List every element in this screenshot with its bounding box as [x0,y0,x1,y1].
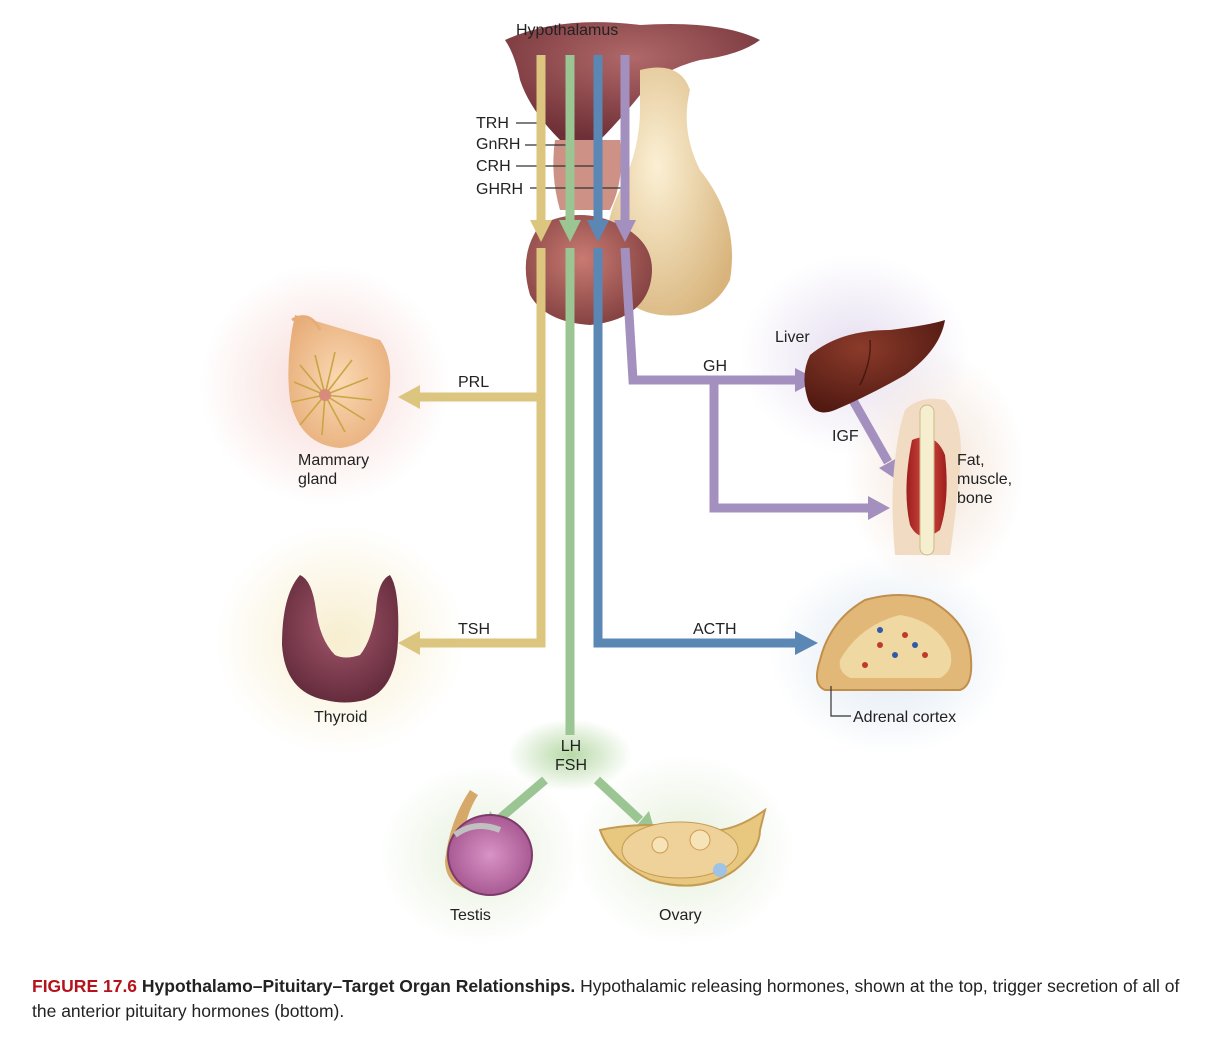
thyroid-illustration [282,575,399,703]
igf-label: IGF [832,428,859,445]
liver-label: Liver [775,329,810,346]
crh-label: CRH [476,158,511,175]
mammary-gland-illustration [288,315,391,448]
crh-acth-pathway [587,55,818,655]
releasing-hormone-leaders [516,122,624,189]
trh-tsh-prl-pathway [398,55,552,655]
hypothalamo-pituitary-diagram: Hypothalamus TRH GnRH CRH GHRH PRL TSH L… [200,22,1025,945]
prl-label: PRL [458,374,490,391]
tsh-label: TSH [458,621,490,638]
ghrh-label: GHRH [476,181,524,198]
adrenal-cortex-label: Adrenal cortex [853,709,957,726]
acth-label: ACTH [693,621,737,638]
diagram-canvas [200,22,1025,945]
testis-illustration [445,790,533,896]
figure-caption: FIGURE 17.6 Hypothalamo–Pituitary–Target… [32,974,1202,1024]
gnrh-label: GnRH [476,136,521,153]
fat-muscle-bone-illustration [892,398,961,556]
liver-illustration [804,320,945,413]
testis-label: Testis [450,907,491,924]
figure-caption-text: Hypothalamic releasing hormones, shown a… [32,976,1180,1021]
mammary-gland-label: Mammary gland [298,452,370,488]
figure-number: FIGURE 17.6 [32,976,138,996]
fat-muscle-bone-label: Fat, muscle, bone [957,452,1013,507]
figure-title: Hypothalamo–Pituitary–Target Organ Relat… [141,976,576,996]
hypothalamus-label: Hypothalamus [516,22,619,39]
ovary-label: Ovary [659,907,702,924]
adrenal-cortex-illustration [815,594,973,691]
gh-label: GH [703,358,727,375]
thyroid-label: Thyroid [314,709,368,726]
ovary-illustration [598,807,767,887]
ghrh-gh-pathway [614,55,900,520]
lh-fsh-node [508,719,632,791]
trh-label: TRH [476,115,509,132]
lh-fsh-label: LH FSH [555,738,587,774]
